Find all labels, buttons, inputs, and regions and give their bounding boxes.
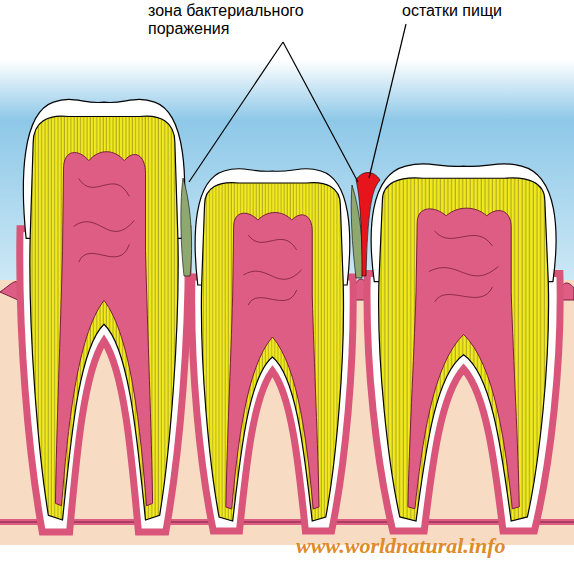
watermark: www.worldnatural.info — [296, 533, 568, 559]
part-label: остатки пищи — [402, 2, 562, 20]
part-label: зона бактериального поражения — [148, 2, 320, 38]
